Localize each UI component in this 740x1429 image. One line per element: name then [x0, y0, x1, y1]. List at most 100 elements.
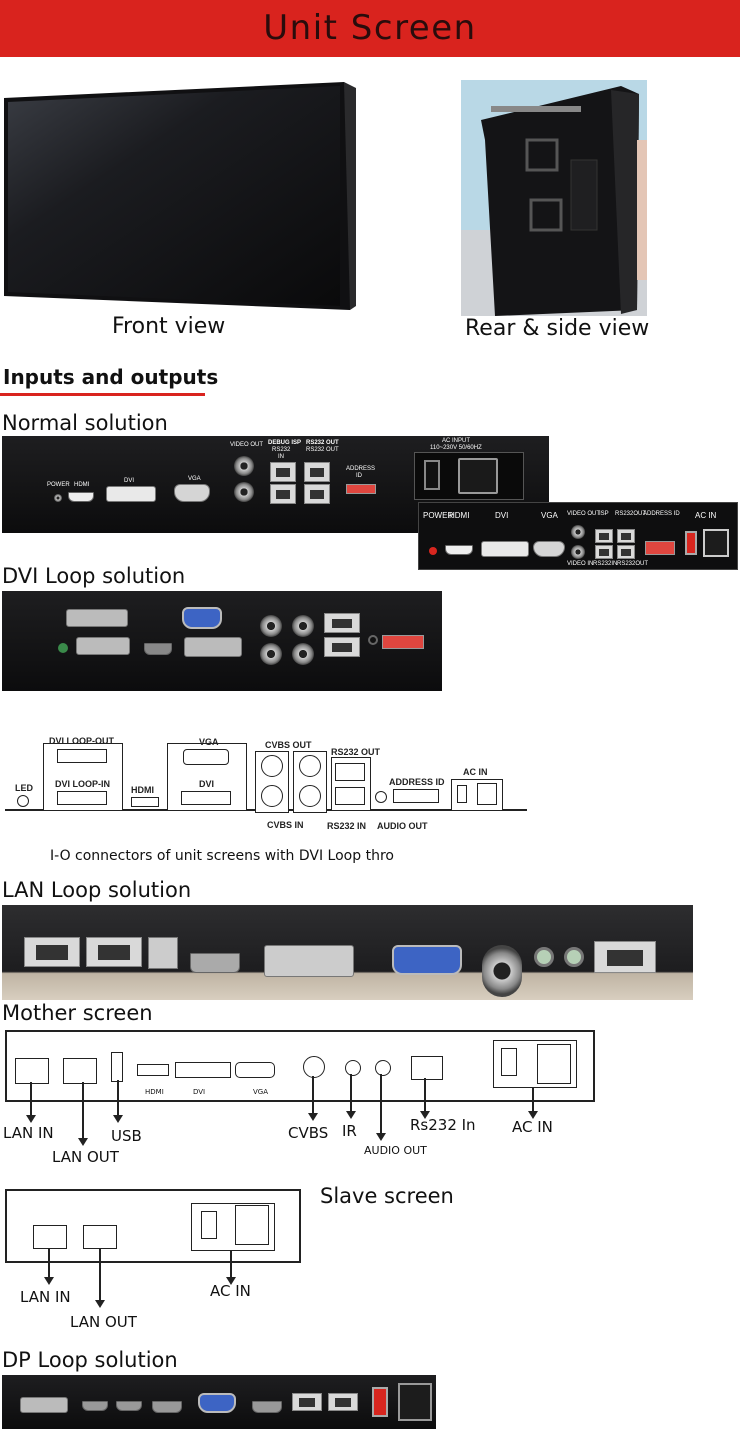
dp-loop-dp-1 [152, 1401, 182, 1413]
diagram-dvi-loop-in [57, 791, 107, 805]
mother-lan-in-port [15, 1058, 49, 1084]
mother-cvbs-port [303, 1056, 325, 1078]
ac-socket [458, 458, 498, 494]
inset-video-in [571, 545, 585, 559]
lan-loop-rs232 [594, 941, 656, 973]
diagram-ac-switch [457, 785, 467, 803]
diagram-audio-out [375, 791, 387, 803]
mother-screen-panel: HDMI DVI VGA [5, 1030, 595, 1102]
vga-port [174, 484, 210, 502]
lan-loop-dvi [264, 945, 354, 977]
mother-audio-arrow [377, 1074, 385, 1141]
diagram-rs232-out [335, 763, 365, 781]
dvi-loop-cvbs-in [260, 643, 282, 665]
inset-vga-port [533, 541, 565, 557]
dp-loop-rj45-2 [328, 1393, 358, 1411]
dvi-loop-photo [2, 591, 442, 691]
slave-lan-out-port [83, 1225, 117, 1249]
slave-screen-title: Slave screen [320, 1184, 454, 1208]
inset-ac-socket [703, 529, 729, 557]
mother-ac-in-label: AC IN [512, 1118, 553, 1136]
dvi-loop-cvbs-in-2 [292, 643, 314, 665]
lan-loop-lan-in [24, 937, 80, 967]
mother-lan-in-arrow [27, 1082, 35, 1123]
rs232-out-rj45-top [304, 462, 330, 482]
lan-loop-title: LAN Loop solution [2, 878, 192, 902]
dvi-loop-cvbs-out-2 [292, 615, 314, 637]
dp-loop-power-switch [372, 1387, 388, 1417]
inset-video-out [571, 525, 585, 539]
heading-underline [0, 393, 205, 396]
diagram-hdmi [131, 797, 159, 807]
inset-rs232out-rj45-bottom [617, 545, 635, 559]
dvi-loop-rs232-in [324, 637, 360, 657]
inset-isp-rj45 [595, 529, 613, 543]
dp-loop-photo [2, 1375, 436, 1429]
slave-ac-switch [201, 1211, 217, 1239]
mother-lan-out-label: LAN OUT [52, 1148, 119, 1166]
slave-ac-socket [235, 1205, 269, 1245]
normal-solution-inset-panel: POWER HDMI DVI VGA VIDEO OUT VIDEO IN IS… [418, 502, 738, 570]
dvi-loop-diagram: DVI LOOP-OUT DVI LOOP-IN LED HDMI VGA DV… [5, 733, 527, 835]
dp-loop-vga [198, 1393, 236, 1413]
slave-ac-arrow [227, 1250, 235, 1285]
diagram-led [17, 795, 29, 807]
rear-side-view-caption: Rear & side view [465, 316, 650, 341]
mother-rs232-port [411, 1056, 443, 1080]
mother-ir-label: IR [342, 1122, 357, 1140]
inputs-outputs-heading: Inputs and outputs [3, 365, 219, 389]
slave-screen-panel [5, 1189, 301, 1263]
slave-lan-in-arrow [45, 1248, 53, 1285]
slave-lan-in-port [33, 1225, 67, 1249]
dvi-loop-audio-out [368, 635, 378, 645]
lan-loop-vga [392, 945, 462, 975]
lan-loop-usb [148, 937, 178, 969]
slave-lan-in-label: LAN IN [20, 1288, 71, 1306]
power-led [54, 494, 62, 502]
dvi-loop-led [58, 643, 68, 653]
lan-loop-hdmi [190, 953, 240, 973]
diagram-address-id [393, 789, 439, 803]
mother-audio-out-label: AUDIO OUT [364, 1144, 427, 1157]
dvi-loop-in-port [76, 637, 130, 655]
banner-title: Unit Screen [263, 8, 477, 48]
normal-solution-title: Normal solution [2, 411, 168, 435]
diagram-rs232-in [335, 787, 365, 805]
mother-screen-title: Mother screen [2, 1001, 153, 1025]
dvi-loop-out-port [66, 609, 128, 627]
mother-lan-out-arrow [79, 1082, 87, 1146]
inset-rs232in-rj45 [595, 545, 613, 559]
video-in-bnc [234, 482, 254, 502]
dvi-loop-caption: I-O connectors of unit screens with DVI … [50, 848, 394, 864]
video-out-bnc [234, 456, 254, 476]
front-view-caption: Front view [112, 314, 226, 339]
lan-loop-lan-out [86, 937, 142, 967]
address-dip-switch [346, 484, 376, 494]
power-switch [424, 460, 440, 490]
mother-ac-switch [501, 1048, 517, 1076]
lan-loop-audio [564, 947, 584, 967]
mother-ir-arrow [347, 1074, 355, 1119]
dp-loop-hdmi-1 [82, 1401, 108, 1411]
mother-dvi-port [175, 1062, 231, 1078]
lan-loop-photo [2, 905, 693, 1000]
diagram-cvbs-out-1 [261, 755, 283, 777]
diagram-dvi [181, 791, 231, 805]
mother-cvbs-arrow [309, 1076, 317, 1121]
mother-ac-arrow [529, 1088, 537, 1119]
mother-ac-socket [537, 1044, 571, 1084]
mother-lan-in-label: LAN IN [3, 1124, 54, 1142]
rear-side-view-photo [461, 80, 647, 316]
mother-lan-out-port [63, 1058, 97, 1084]
dvi-loop-rs232-out [324, 613, 360, 633]
diagram-cvbs-in-1 [261, 785, 283, 807]
dp-loop-ac-socket [398, 1383, 432, 1421]
diagram-cvbs-out-2 [299, 755, 321, 777]
dvi-loop-dvi [184, 637, 242, 657]
dp-loop-rj45-1 [292, 1393, 322, 1411]
inset-address-dip [645, 541, 675, 555]
mother-usb-port [111, 1052, 123, 1082]
diagram-ac-socket [477, 783, 497, 805]
dvi-port [106, 486, 156, 502]
mother-usb-label: USB [111, 1127, 142, 1145]
